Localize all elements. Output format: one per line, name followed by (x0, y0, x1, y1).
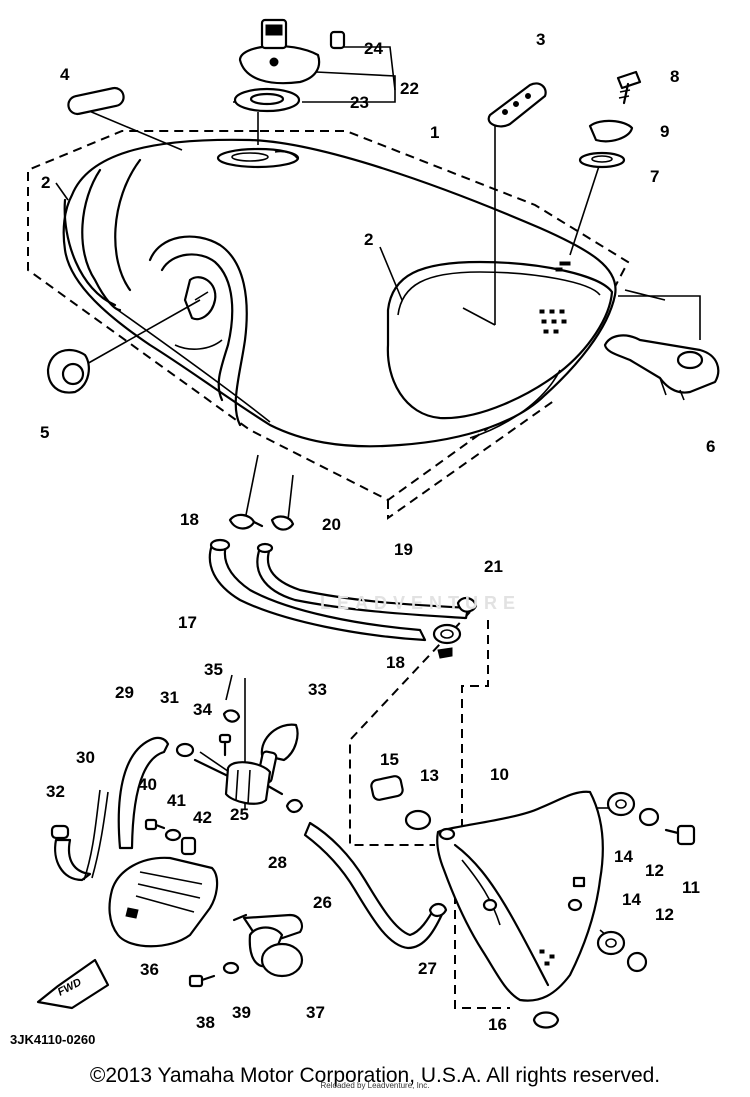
part-24-screw (329, 30, 346, 50)
callout-42: 42 (193, 808, 212, 827)
callout-31: 31 (160, 688, 179, 707)
part-22-filler-cap (238, 18, 321, 85)
callout-5: 5 (40, 423, 49, 442)
part-27-clip (428, 902, 448, 918)
fuel-tank (27, 130, 630, 520)
part-4-gasket (67, 86, 125, 116)
callout-16: 16 (488, 1015, 507, 1034)
part-39-washer (222, 961, 240, 975)
callout-9: 9 (660, 122, 669, 141)
part-30-hose (54, 789, 109, 882)
part-34-bolt (218, 733, 232, 757)
callout-6: 6 (706, 437, 715, 456)
callout-20: 20 (322, 515, 341, 534)
callout-36: 36 (140, 960, 159, 979)
copyright-text: ©2013 Yamaha Motor Corporation, U.S.A. A… (89, 1064, 661, 1087)
callout-27: 27 (418, 959, 437, 978)
part-16-grommet (532, 1011, 560, 1029)
part-12-washer-lower (626, 951, 648, 973)
callout-24: 24 (364, 39, 383, 58)
callout-34: 34 (193, 700, 212, 719)
callout-35: 35 (204, 660, 223, 679)
part-15-collar (370, 775, 404, 801)
callout-40: 40 (138, 775, 157, 794)
callout-37: 37 (306, 1003, 325, 1022)
callout-19: 19 (394, 540, 413, 559)
part-18-clip-lower (432, 623, 462, 659)
callout-4: 4 (60, 65, 70, 84)
reload-note: Reloaded by Leadventure, Inc. (320, 1081, 430, 1090)
callout-33: 33 (308, 680, 327, 699)
callout-30: 30 (76, 748, 95, 767)
callout-17: 17 (178, 613, 197, 632)
part-28-clip (285, 798, 304, 814)
callout-41: 41 (167, 791, 186, 810)
callout-23: 23 (350, 93, 369, 112)
callout-10: 10 (490, 765, 509, 784)
callout-8: 8 (670, 67, 679, 86)
callout-29: 29 (115, 683, 134, 702)
part-14-damper-lower (596, 930, 626, 956)
part-19-hose (256, 542, 470, 620)
part-11-bolt (664, 824, 696, 846)
part-12-washer-upper (638, 807, 660, 827)
callout-28: 28 (268, 853, 287, 872)
callout-7: 7 (650, 167, 659, 186)
callout-18: 18 (386, 653, 405, 672)
callout-15: 15 (380, 750, 399, 769)
callout-22: 22 (400, 79, 419, 98)
part-21-clip (456, 596, 478, 613)
part-41-washer (164, 828, 182, 842)
part-3-cap (487, 82, 547, 128)
callout-12: 12 (645, 861, 664, 880)
callout-2: 2 (41, 173, 50, 192)
part-6-bracket (603, 334, 720, 401)
part-7-washer (578, 151, 626, 169)
part-23-cap-gasket (233, 87, 301, 113)
part-31-clip (175, 742, 195, 758)
part-37-cap (232, 913, 304, 978)
callout-14: 14 (622, 890, 641, 909)
part-13-grommet (404, 809, 432, 831)
callout-12: 12 (655, 905, 674, 924)
part-5-damper (46, 348, 90, 394)
fwd-arrow-icon: FWD (36, 958, 110, 1010)
part-32-clip (50, 824, 70, 840)
callout-18: 18 (180, 510, 199, 529)
part-20-clip (270, 515, 295, 531)
callout-39: 39 (232, 1003, 251, 1022)
callout-14: 14 (614, 847, 633, 866)
callout-3: 3 (536, 30, 545, 49)
callout-1: 1 (430, 123, 439, 142)
callout-2: 2 (364, 230, 373, 249)
callout-38: 38 (196, 1013, 215, 1032)
callout-32: 32 (46, 782, 65, 801)
part-26-hose (303, 821, 446, 950)
part-17-hose (208, 538, 427, 642)
part-40-bolt (144, 818, 166, 831)
callout-21: 21 (484, 557, 503, 576)
part-8-bolt (616, 70, 642, 105)
part-10-side-cover (436, 790, 604, 1002)
callout-labels: 1 2 2 3 4 5 6 7 8 9 10 11 12 12 13 14 14… (10, 30, 715, 1047)
part-36-cover (108, 856, 219, 948)
part-9-plate (588, 119, 634, 143)
part-18-clip-upper (228, 513, 264, 530)
watermark-text: LEADVENTURE (320, 593, 522, 613)
callout-25: 25 (230, 805, 249, 824)
part-25-fuel-filter (193, 758, 284, 805)
part-38-screw (188, 974, 216, 988)
callout-11: 11 (682, 878, 700, 897)
callout-13: 13 (420, 766, 439, 785)
part-35-nut (222, 709, 241, 723)
part-14-damper-upper (606, 791, 636, 817)
diagram-code: 3JK4110-0260 (10, 1032, 95, 1047)
callout-26: 26 (313, 893, 332, 912)
part-42-collar (180, 836, 197, 856)
part-29-hose (117, 736, 170, 850)
